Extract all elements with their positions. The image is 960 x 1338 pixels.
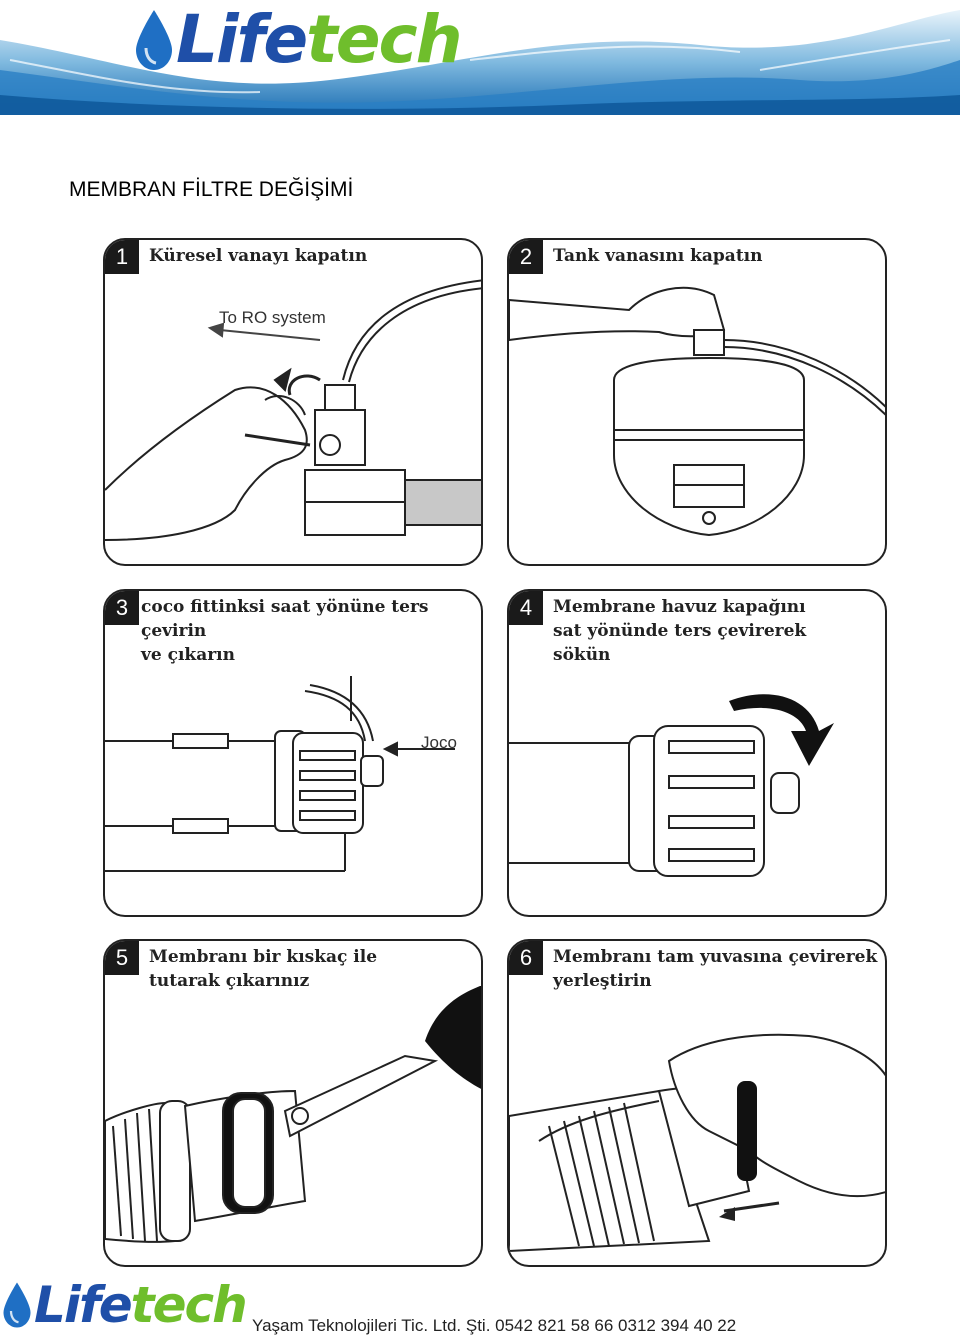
step-panel-5: 5 Membranı bir kıskaç ile tutarak çıkarı… [103, 939, 483, 1267]
water-wave-background [0, 0, 960, 115]
step-panel-2: 2 Tank vanasını kapatın [507, 238, 887, 566]
ball-valve-illustration [105, 279, 481, 541]
header-logo: Lifetech [132, 0, 463, 80]
step-panel-4: 4 Membrane havuz kapağını sat yönünde te… [507, 589, 887, 917]
logo-life-text: Life [34, 1276, 133, 1334]
document-title: MEMBRAN FİLTRE DEĞİŞİMİ [69, 178, 354, 201]
hand-membrane-illustration [509, 1033, 885, 1253]
housing-cap-illustration [509, 694, 834, 877]
step-number: 1 [105, 240, 139, 274]
step-number: 6 [509, 941, 543, 975]
step-instruction: Membranı bir kıskaç ile tutarak çıkarını… [149, 947, 378, 991]
step-number: 4 [509, 591, 543, 625]
water-drop-icon [136, 10, 172, 70]
to-ro-system-label: To RO system [219, 308, 326, 327]
logo-tech-text: tech [306, 1, 462, 78]
joco-label: Joco [421, 733, 457, 752]
logo-tech-text: tech [130, 1276, 248, 1334]
step-number: 5 [105, 941, 139, 975]
membrane-fitting-illustration [105, 676, 455, 872]
step-instruction: Küresel vanayı kapatın [149, 246, 368, 266]
step-number: 2 [509, 240, 543, 274]
step-number: 3 [105, 591, 139, 625]
footer-logo: Lifetech [0, 1280, 248, 1330]
step-instruction: Membrane havuz kapağını sat yönünde ters… [553, 597, 807, 665]
step-panel-1: 1 Küresel vanayı kapatın To RO system [103, 238, 483, 566]
step-panel-3: 3 coco fittinksi saat yönüne ters çeviri… [103, 589, 483, 917]
header-banner: Lifetech [0, 0, 960, 115]
step-instruction: coco fittinksi saat yönüne ters çevirin … [141, 597, 429, 665]
logo-life-text: Life [176, 1, 308, 78]
tank-valve-illustration [509, 286, 885, 537]
step-panel-6: 6 Membranı tam yuvasına çevirerek yerleş… [507, 939, 887, 1267]
pliers-membrane-illustration [105, 986, 481, 1243]
water-drop-icon [3, 1282, 31, 1328]
company-contact-info: Yaşam Teknolojileri Tic. Ltd. Şti. 0542 … [252, 1316, 737, 1335]
step-instruction: Tank vanasını kapatın [553, 246, 763, 266]
step-instruction: Membranı tam yuvasına çevirerek yerleşti… [553, 947, 878, 991]
